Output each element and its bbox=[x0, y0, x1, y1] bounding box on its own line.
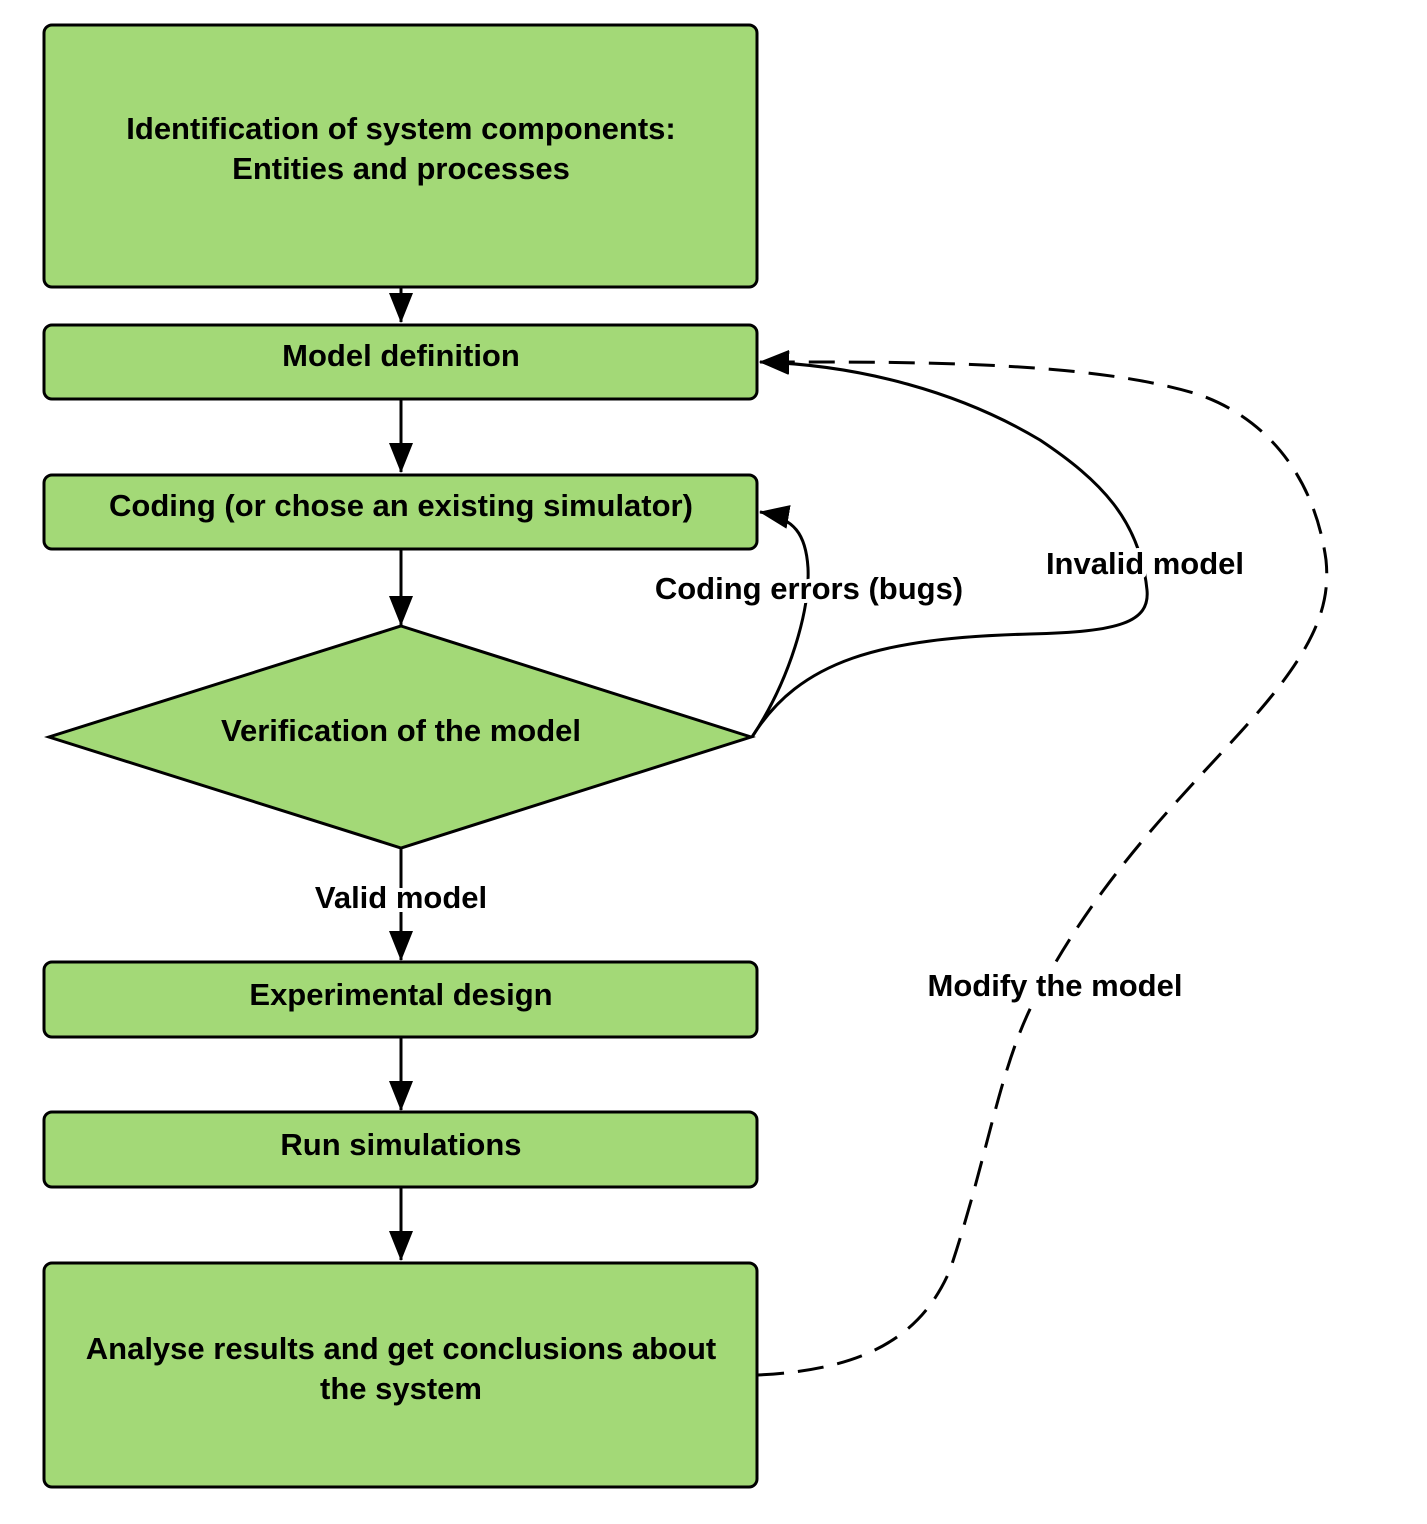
identification-box bbox=[42, 23, 759, 289]
coding-errors-label: Coding errors (bugs) bbox=[655, 571, 963, 606]
run-simulations-box bbox=[42, 1110, 759, 1189]
analyse-box bbox=[42, 1261, 759, 1489]
coding-box bbox=[42, 473, 759, 551]
modify-model-label: Modify the model bbox=[928, 968, 1183, 1003]
model-definition-box bbox=[42, 323, 759, 401]
run-simulations-label: Run simulations bbox=[280, 1127, 521, 1162]
invalid-model-label: Invalid model bbox=[1046, 546, 1244, 581]
identification-label-line2: Entities and processes bbox=[232, 151, 570, 186]
arrow-invalid-model-loop bbox=[750, 350, 1149, 738]
verification-diamond bbox=[44, 624, 756, 850]
analyse-label-line2: the system bbox=[320, 1371, 482, 1406]
identification-label-line1: Identification of system components: bbox=[126, 111, 675, 146]
coding-label: Coding (or chose an existing simulator) bbox=[109, 488, 693, 523]
verification-label: Verification of the model bbox=[221, 713, 581, 748]
model-definition-label: Model definition bbox=[282, 338, 520, 373]
experimental-design-box bbox=[42, 960, 759, 1039]
arrow-modify-model-loop bbox=[757, 349, 1329, 1377]
arrow-coding-errors-loop bbox=[750, 505, 810, 738]
analyse-label-line1: Analyse results and get conclusions abou… bbox=[86, 1331, 716, 1366]
valid-model-label: Valid model bbox=[315, 880, 487, 915]
experimental-design-label: Experimental design bbox=[249, 977, 552, 1012]
